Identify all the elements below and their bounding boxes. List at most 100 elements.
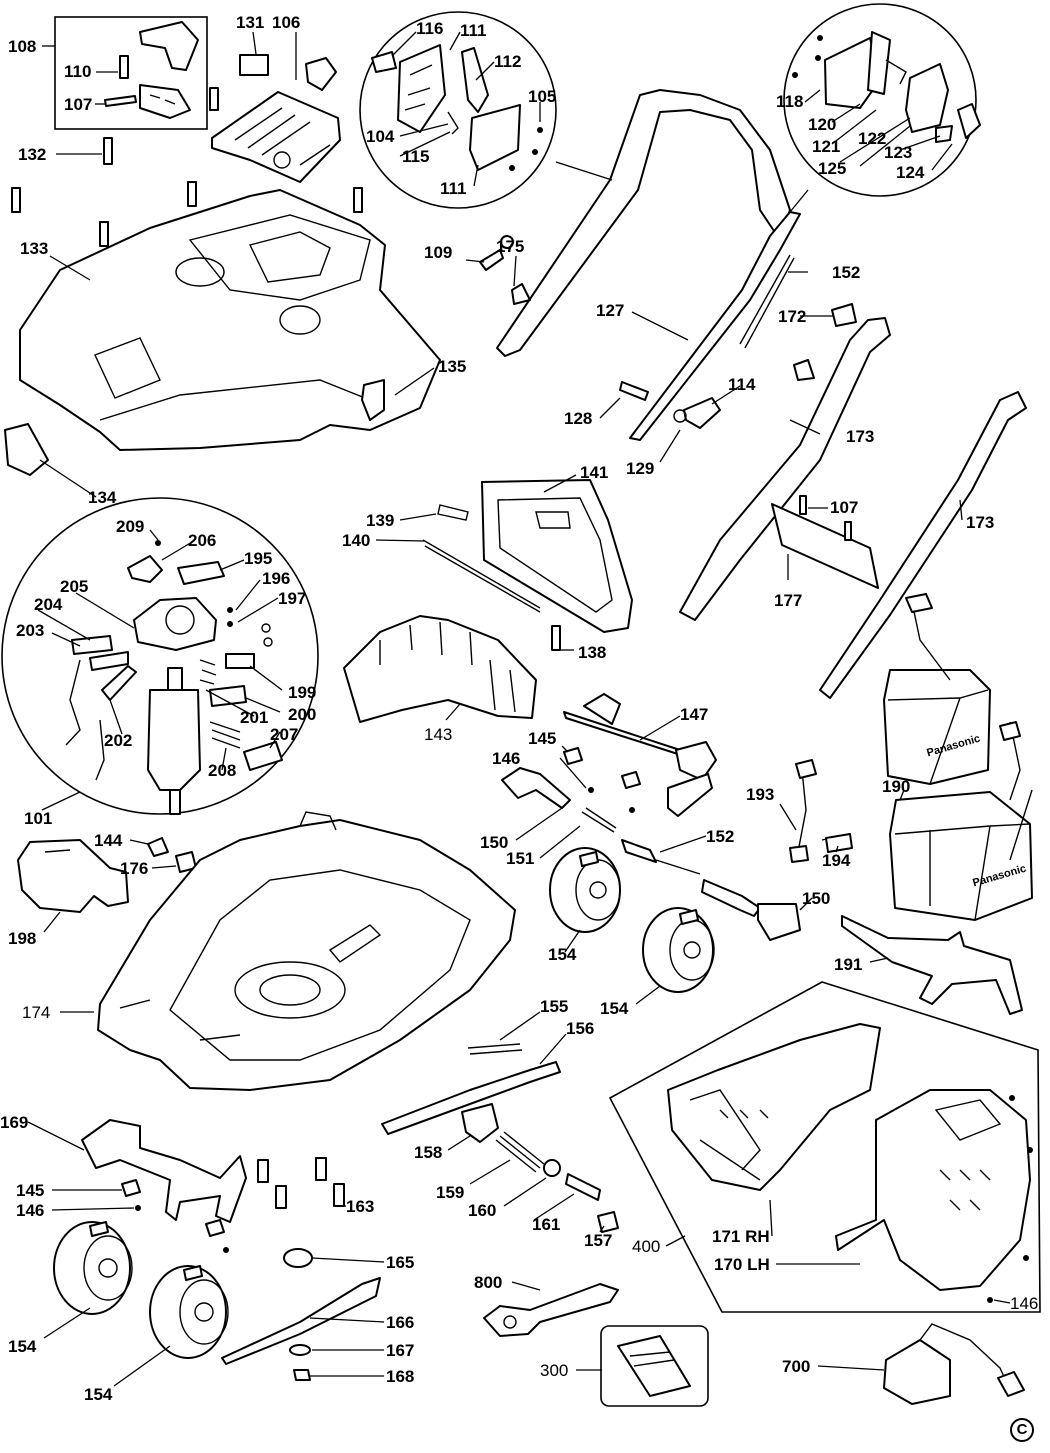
- label-160: 160: [468, 1201, 497, 1220]
- label-150-right: 150: [802, 889, 831, 908]
- grass-flap: [422, 479, 633, 651]
- mower-deck: [97, 811, 516, 1091]
- label-146-catcher: 146: [1010, 1294, 1039, 1313]
- label-135: 135: [438, 357, 467, 376]
- label-145-lower: 145: [16, 1181, 45, 1200]
- label-105: 105: [528, 87, 557, 106]
- upper-handle: [496, 89, 809, 441]
- label-174: 174: [22, 1003, 51, 1022]
- label-121: 121: [812, 137, 841, 156]
- label-115: 115: [402, 147, 430, 166]
- wheel-c: [53, 1221, 133, 1315]
- latch-group-box: [54, 16, 208, 130]
- label-145-upper: 145: [528, 729, 557, 748]
- label-161: 161: [532, 1215, 561, 1234]
- detail-circle-motor: [1, 497, 319, 815]
- batteries: [789, 593, 1033, 1015]
- rear-axle: [81, 1119, 381, 1381]
- label-101: 101: [24, 809, 53, 828]
- label-147: 147: [680, 705, 709, 724]
- label-177: 177: [774, 591, 803, 610]
- label-157: 157: [584, 1231, 613, 1250]
- label-151: 151: [506, 849, 535, 868]
- label-123: 123: [884, 143, 913, 162]
- label-208: 208: [208, 761, 237, 780]
- label-146-upper: 146: [492, 749, 521, 768]
- wheel-a: [549, 847, 621, 933]
- label-110: 110: [64, 62, 92, 81]
- label-800: 800: [474, 1273, 503, 1292]
- label-207: 207: [270, 725, 299, 744]
- label-152-middle: 152: [706, 827, 735, 846]
- label-128: 128: [564, 409, 593, 428]
- label-133: 133: [20, 239, 49, 258]
- lever-assembly: [381, 1043, 619, 1233]
- label-111-top: 111: [460, 21, 487, 40]
- label-118: 118: [776, 92, 804, 111]
- catcher-group: [608, 981, 1041, 1313]
- label-107-right: 107: [830, 498, 859, 517]
- label-106: 106: [272, 13, 301, 32]
- label-198: 198: [8, 929, 37, 948]
- label-155: 155: [540, 997, 569, 1016]
- label-156: 156: [566, 1019, 595, 1038]
- label-108: 108: [8, 37, 37, 56]
- label-201: 201: [240, 708, 269, 727]
- label-120: 120: [808, 115, 837, 134]
- label-122: 122: [858, 129, 887, 148]
- label-134: 134: [88, 488, 117, 507]
- wheel-b: [642, 907, 715, 993]
- lower-handle-bars: [679, 317, 1027, 699]
- label-125: 125: [818, 159, 847, 178]
- label-166: 166: [386, 1313, 415, 1332]
- cover-plate: [11, 54, 363, 247]
- label-209: 209: [116, 517, 145, 536]
- label-116: 116: [416, 19, 444, 38]
- label-111-bottom: 111: [440, 179, 467, 198]
- label-168: 168: [386, 1367, 415, 1386]
- label-154-a: 154: [548, 945, 577, 964]
- label-140: 140: [342, 531, 371, 550]
- label-167: 167: [386, 1341, 415, 1360]
- label-190: 190: [882, 777, 911, 796]
- label-169: 169: [0, 1113, 29, 1132]
- label-154-c: 154: [8, 1337, 37, 1356]
- label-200: 200: [288, 705, 317, 724]
- label-129: 129: [626, 459, 655, 478]
- label-170-lh: 170 LH: [714, 1255, 770, 1274]
- label-191: 191: [834, 955, 863, 974]
- leader-lines: [27, 31, 1011, 1387]
- label-159: 159: [436, 1183, 465, 1202]
- label-109: 109: [424, 243, 453, 262]
- label-163: 163: [346, 1197, 375, 1216]
- label-300: 300: [540, 1361, 569, 1380]
- label-143: 143: [424, 725, 453, 744]
- label-158: 158: [414, 1143, 443, 1162]
- label-206: 206: [188, 531, 217, 550]
- label-195: 195: [244, 549, 273, 568]
- label-152-top: 152: [832, 263, 861, 282]
- label-104: 104: [366, 127, 395, 146]
- label-165: 165: [386, 1253, 415, 1272]
- label-176: 176: [120, 859, 149, 878]
- wheels: [53, 847, 715, 1359]
- label-199: 199: [288, 683, 317, 702]
- wheel-d: [149, 1265, 229, 1359]
- label-172: 172: [778, 307, 807, 326]
- accessories: [483, 1283, 1025, 1407]
- label-150-left: 150: [480, 833, 509, 852]
- label-173-upper: 173: [846, 427, 875, 446]
- label-127: 127: [596, 301, 625, 320]
- detail-circle-switch: [359, 11, 557, 209]
- label-124: 124: [896, 163, 925, 182]
- label-175: 175: [496, 237, 525, 256]
- label-197: 197: [278, 589, 307, 608]
- label-400: 400: [632, 1237, 661, 1256]
- label-154-b: 154: [600, 999, 629, 1018]
- handle-hardware: [479, 235, 857, 429]
- label-193: 193: [746, 785, 775, 804]
- label-202: 202: [104, 731, 133, 750]
- height-adjuster: [501, 693, 801, 941]
